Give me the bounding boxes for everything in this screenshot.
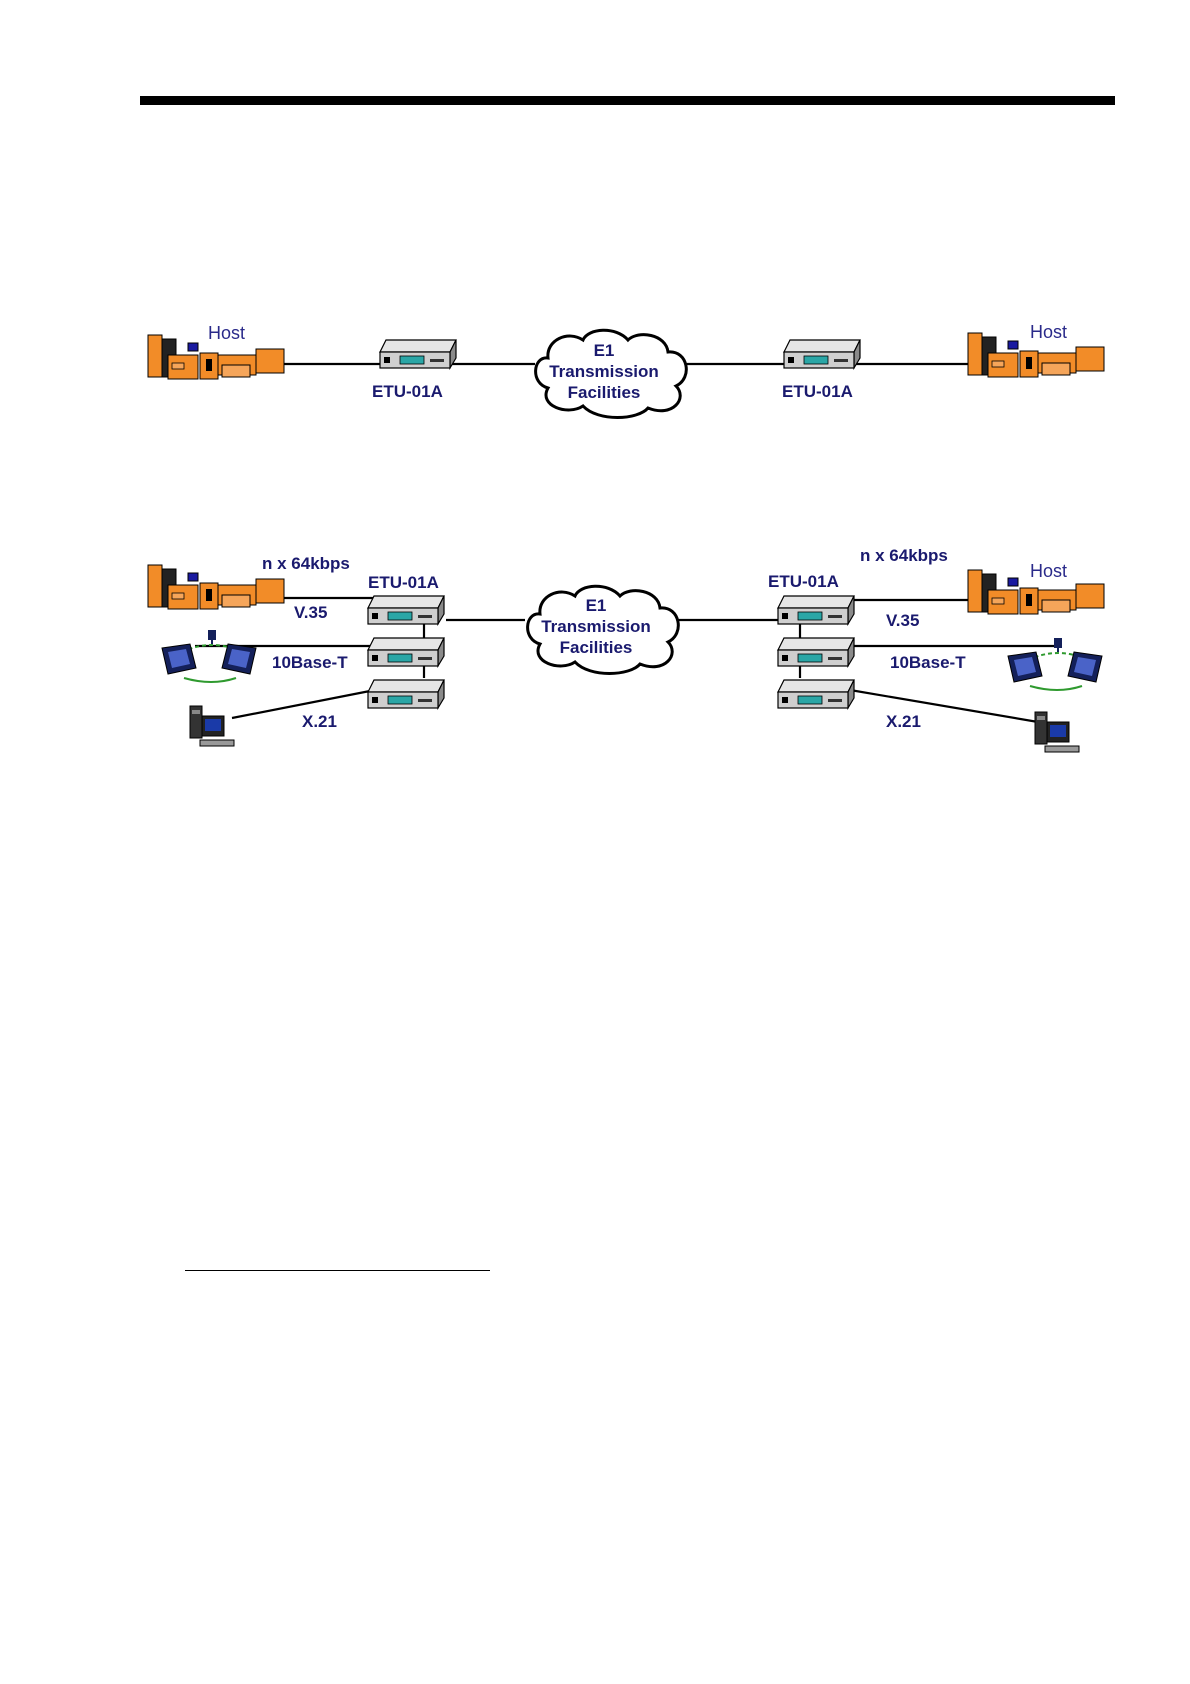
cloud2-label-line1: E1 (586, 596, 607, 615)
rate-label-right: n x 64kbps (860, 546, 948, 565)
v35-label-right: V.35 (886, 611, 919, 630)
10baset-label-right: 10Base-T (890, 653, 966, 672)
etu-label-right: ETU-01A (782, 382, 853, 401)
host-label-right-2: Host (1030, 561, 1067, 581)
rate-label-left: n x 64kbps (262, 554, 350, 573)
10baset-label-left: 10Base-T (272, 653, 348, 672)
cloud-label-line2: Transmission (549, 362, 659, 381)
etu-label-right-2: ETU-01A (768, 572, 839, 591)
x21-label-right: X.21 (886, 712, 921, 731)
etu-01a-icon-right-mid (778, 638, 854, 666)
etu-01a-icon-left-mid (368, 638, 444, 666)
cloud-label-line1: E1 (594, 341, 615, 360)
etu-01a-icon-left (380, 340, 456, 368)
etu-label-left-2: ETU-01A (368, 573, 439, 592)
v35-label-left: V.35 (294, 603, 327, 622)
etu-01a-icon-left-bottom (368, 680, 444, 708)
workstation-icon-right (1035, 712, 1079, 752)
footnote-rule (185, 1270, 490, 1271)
cloud2-label-line2: Transmission (541, 617, 651, 636)
cloud-label-line3: Facilities (568, 383, 641, 402)
workstation-icon-left (190, 706, 234, 746)
diagram-point-to-point: Host Host ETU-01A ETU-01A E1 Transmissio… (148, 322, 1104, 418)
link-x21-right (850, 690, 1038, 722)
host-label-right: Host (1030, 322, 1067, 342)
etu-01a-icon-left-top (368, 596, 444, 624)
diagram-multiplexed: n x 64kbps n x 64kbps ETU-01A ETU-01A Ho… (148, 546, 1104, 752)
x21-label-left: X.21 (302, 712, 337, 731)
lan-icon-left (162, 630, 256, 682)
cloud2-label-line3: Facilities (560, 638, 633, 657)
host-label-left: Host (208, 323, 245, 343)
etu-01a-icon-right-top (778, 596, 854, 624)
etu-label-left: ETU-01A (372, 382, 443, 401)
etu-01a-icon-right (784, 340, 860, 368)
etu-01a-icon-right-bottom (778, 680, 854, 708)
